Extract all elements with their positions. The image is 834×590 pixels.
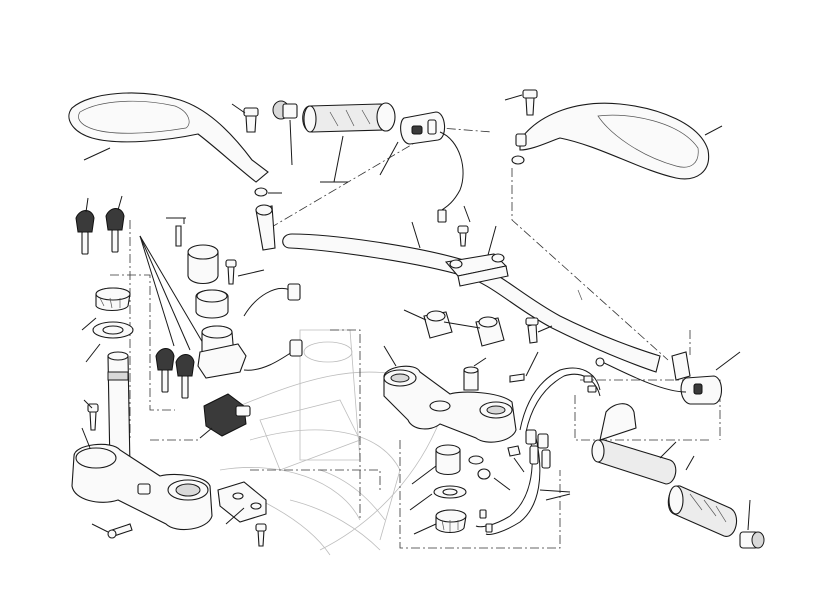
top-triple-clamp [383,345,539,443]
bottom-triple-clamp [71,399,213,539]
steering-stem [85,343,131,469]
washer-nut-small [468,445,525,491]
throttle-tube [591,403,695,485]
assembly-lines [110,127,721,549]
ignition-keys [75,195,221,399]
left-mirror [68,92,269,183]
ghost-frame [219,329,441,556]
right-mirror [515,102,723,180]
stem-nut-stack [409,444,467,535]
bar-end-weight-right [739,499,765,549]
left-mirror-mount [255,204,276,251]
mirror-bolts [231,89,538,197]
handlebar-clamp-top [444,205,509,287]
bar-end-weight-left [272,100,298,166]
handlebar-risers [403,309,553,347]
left-grip [302,102,396,183]
left-switch [379,111,464,223]
steering-lock [199,393,251,439]
right-switch [595,351,741,405]
handlebar [282,221,661,373]
steering-bearing-top [81,287,134,339]
throttle-cables [475,367,601,535]
right-grip [667,485,738,537]
bottom-bracket [217,481,267,547]
ignition-switch [166,217,303,379]
